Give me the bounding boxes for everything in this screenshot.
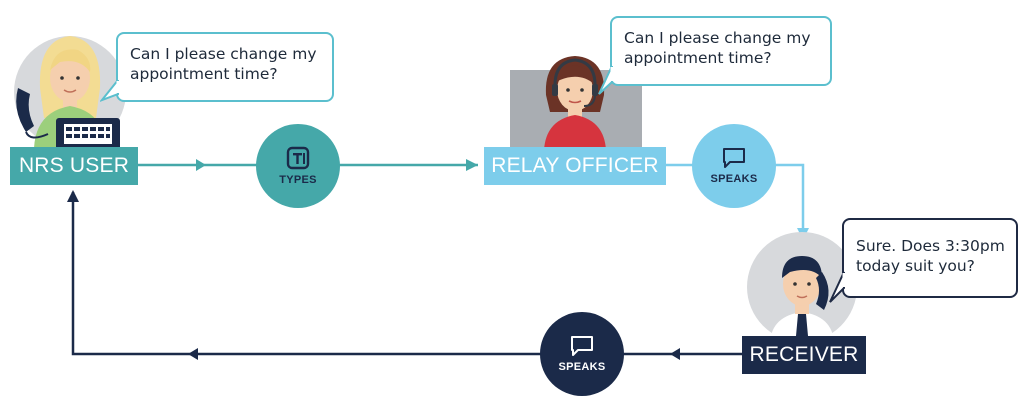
speaks-label: SPEAKS xyxy=(558,361,606,373)
nrs-user-avatar xyxy=(14,36,126,148)
nrs-user-message-bubble: Can I please change my appointment time? xyxy=(116,32,334,102)
arrowhead xyxy=(466,159,478,171)
speech-bubble-icon xyxy=(571,336,593,356)
message-line: Can I please change my xyxy=(130,45,317,63)
message-line: appointment time? xyxy=(130,65,278,83)
bubble-tail xyxy=(598,66,614,95)
speaks-label: SPEAKS xyxy=(710,173,758,185)
arrowhead xyxy=(670,348,680,360)
message-line: appointment time? xyxy=(624,49,772,67)
arrowhead xyxy=(196,159,206,171)
arrowhead xyxy=(188,348,198,360)
bubble-tail xyxy=(100,80,120,102)
headset-icon xyxy=(552,58,598,107)
flow-diagram xyxy=(14,36,857,360)
keyboard-icon xyxy=(56,118,120,152)
phone-icon xyxy=(816,272,829,310)
relay-officer-label: RELAY OFFICER xyxy=(484,147,666,185)
receiver-avatar xyxy=(747,232,857,342)
types-action: TYPES xyxy=(256,124,340,208)
message-line: today suit you? xyxy=(856,257,975,275)
arrowhead xyxy=(67,190,79,202)
connector-receiver-to-user xyxy=(67,190,745,360)
text-box-icon xyxy=(286,146,310,170)
speaks-action-relay: SPEAKS xyxy=(692,124,776,208)
message-line: Sure. Does 3:30pm xyxy=(856,237,1005,255)
nrs-user-label: NRS USER xyxy=(10,147,138,185)
message-line: Can I please change my xyxy=(624,29,811,47)
relay-officer-message-bubble: Can I please change my appointment time? xyxy=(610,16,832,86)
speech-bubble-icon xyxy=(723,148,745,168)
phone-icon xyxy=(16,88,49,139)
speaks-action-receiver: SPEAKS xyxy=(540,312,624,396)
bubble-tail xyxy=(829,271,846,303)
receiver-label: RECEIVER xyxy=(742,336,866,374)
tie xyxy=(796,314,808,342)
receiver-message-bubble: Sure. Does 3:30pm today suit you? xyxy=(842,218,1018,298)
types-label: TYPES xyxy=(279,174,317,186)
